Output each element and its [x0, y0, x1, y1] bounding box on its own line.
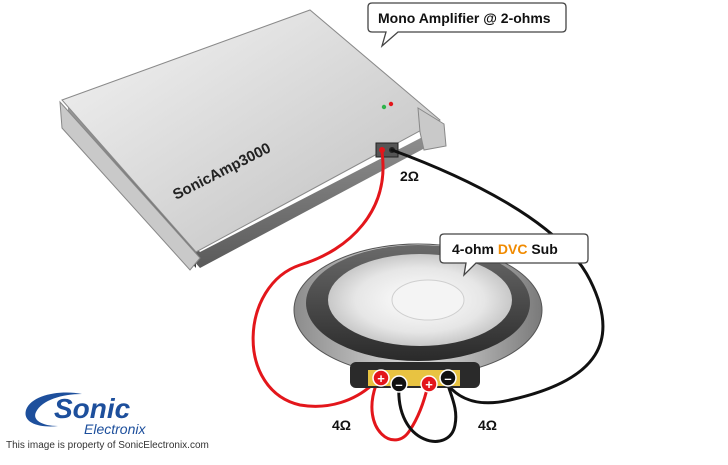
amp-body-side	[68, 104, 440, 268]
svg-text:+: +	[377, 371, 385, 386]
svg-text:Sonic: Sonic	[54, 393, 131, 424]
amplifier: SonicAmp3000	[59, 9, 447, 271]
amplifier-callout-text: Mono Amplifier @ 2-ohms	[378, 10, 551, 26]
sub-dust-cap	[391, 279, 465, 321]
bridge-wire-negative	[397, 383, 458, 443]
terminal-coil1-negative: –	[390, 375, 408, 393]
speaker-terminals: + – + –	[372, 369, 457, 393]
positive-wire-main	[251, 150, 385, 408]
dvc-highlight: DVC	[498, 241, 528, 257]
power-led-green	[381, 104, 387, 110]
svg-text:+: +	[425, 377, 433, 392]
negative-wire-main	[390, 148, 605, 405]
subwoofer	[293, 243, 543, 388]
terminal-coil1-positive: +	[372, 369, 390, 387]
svg-text:–: –	[444, 371, 451, 386]
sub-callout: 4-ohm DVC Sub	[439, 233, 589, 277]
power-led-red	[388, 101, 394, 107]
amp-load-label: 2Ω	[400, 168, 419, 184]
sonic-electronix-logo: Sonic Electronix	[22, 386, 192, 437]
sub-callout-text: 4-ohm DVC Sub	[452, 241, 558, 257]
terminal-coil2-positive: +	[420, 375, 438, 393]
right-coil-label: 4Ω	[478, 417, 497, 433]
amp-end-cap-right	[417, 107, 447, 151]
terminal-coil2-negative: –	[439, 369, 457, 387]
amp-end-cap-left	[59, 100, 201, 271]
amplifier-callout: Mono Amplifier @ 2-ohms	[367, 2, 567, 48]
sonic-logo-icon: Sonic Electronix	[25, 392, 146, 437]
svg-text:–: –	[395, 377, 402, 392]
left-coil-label: 4Ω	[332, 417, 351, 433]
copyright-watermark: This image is property of SonicElectroni…	[6, 440, 209, 451]
wires	[251, 148, 605, 443]
bridge-wire-positive	[370, 383, 430, 442]
svg-text:Electronix: Electronix	[84, 421, 146, 436]
amp-top-panel	[61, 9, 441, 253]
